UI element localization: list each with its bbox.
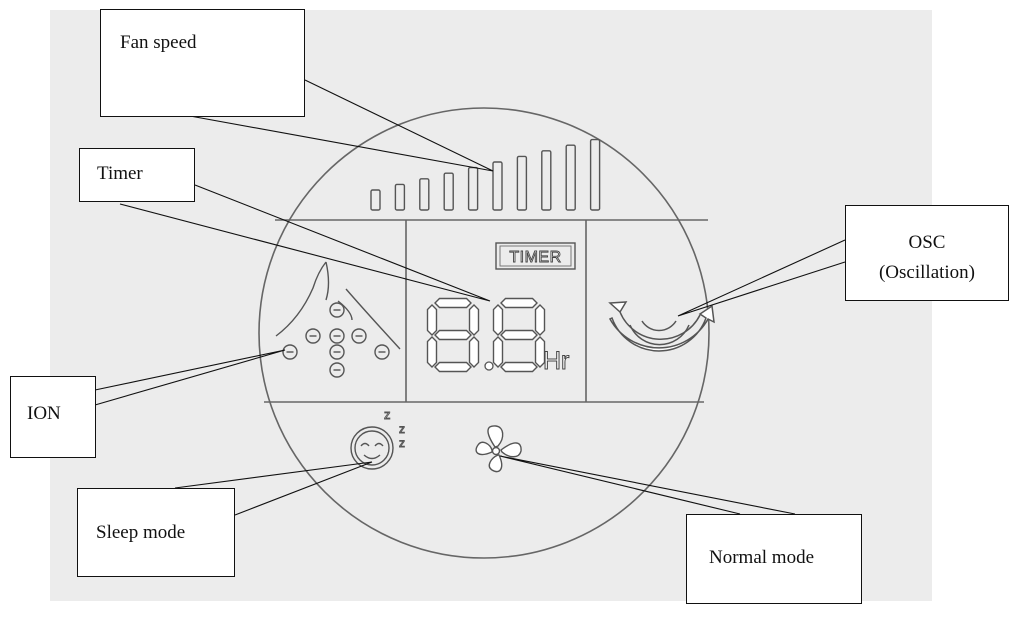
fan-speed-bar [565,144,576,211]
fan-speed-bar [492,161,503,211]
fan-speed-bar [419,178,430,211]
ion-dot [282,344,298,360]
panel-circle [258,107,710,559]
ion-icon [275,261,401,378]
ion-dot [374,344,390,360]
callout-osc-sublabel: (Oscillation) [878,262,976,283]
digit-segment [500,297,538,309]
digit-segment [500,329,538,341]
fan-speed-bars [370,138,601,211]
digit-segment [434,361,472,373]
ion-dot [329,302,345,318]
callout-normal-mode-label: Normal mode [709,547,815,568]
ion-dot [305,328,321,344]
ion-dot [329,344,345,360]
timer-badge: TIMER [495,242,576,270]
callout-timer-label: Timer [97,163,143,184]
digit-segment [534,304,546,336]
fan-speed-bar [467,166,479,211]
callout-leaders [94,79,846,516]
callout-sleep-mode: Sleep mode [77,488,235,577]
timer-badge-text: TIMER [509,249,561,266]
callout-osc: OSC (Oscillation) [845,205,1009,301]
callout-fan-speed-label: Fan speed [120,32,197,53]
callout-osc-label: OSC [908,232,946,253]
ion-dot [351,328,367,344]
fan-blade-icon [475,425,522,473]
digit-segment [492,304,504,336]
fan-speed-bar [370,189,381,211]
sleep-z-1: z [384,407,391,422]
callout-ion: ION [10,376,96,458]
digit-segment [468,336,480,368]
fan-speed-bar [541,150,552,211]
callout-fan-speed: Fan speed [100,9,305,117]
timer-unit: Hr [543,347,569,375]
callout-timer: Timer [79,148,195,202]
timer-decimal-point [484,361,494,371]
oscillation-arrow-icon [608,301,715,352]
ion-dot [329,328,345,344]
digit-segment [468,304,480,336]
sleep-z-2: z [399,422,405,436]
digit-segment [434,329,472,341]
callout-normal-mode: Normal mode [686,514,862,604]
digit-segment [492,336,504,368]
digit-segment [500,361,538,373]
digit-segment [426,304,438,336]
callout-sleep-mode-label: Sleep mode [96,522,186,543]
sleep-face-icon: z z z [350,407,405,470]
panel-grid [264,219,708,403]
timer-digits [426,297,546,373]
fan-speed-bar [516,155,528,211]
ion-dot [329,362,345,378]
fan-speed-bar [589,138,601,211]
sleep-z-3: z [399,436,405,450]
digit-segment [534,336,546,368]
fan-speed-bar [443,172,454,211]
digit-segment [434,297,472,309]
callout-ion-label: ION [27,403,61,424]
digit-segment [426,336,438,368]
fan-speed-bar [394,183,406,211]
